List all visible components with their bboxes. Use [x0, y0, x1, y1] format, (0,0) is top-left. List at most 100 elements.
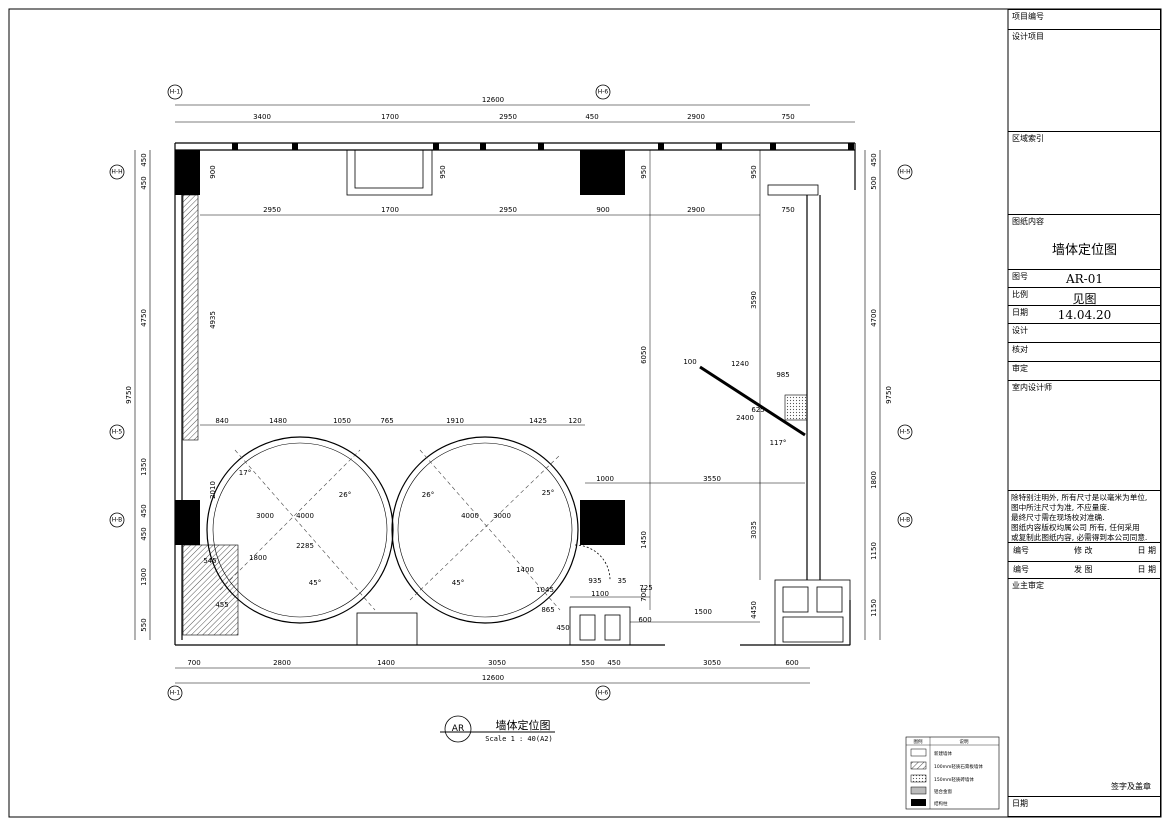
owner-approval-cell: 业主审定 签字及盖章: [1008, 578, 1161, 796]
brick-wall-patch: [784, 394, 808, 421]
cr-10: 600: [638, 616, 651, 624]
right-service-core: [356, 150, 851, 646]
project-no-cell: 项目编号: [1008, 10, 1161, 29]
dim-v-3: 950: [750, 165, 758, 178]
dim-right-1: 450: [870, 153, 878, 166]
dim-right-5: 1150: [870, 542, 878, 560]
mid-dim-2: 3550: [703, 475, 721, 483]
stair-dim-1: 1240: [731, 360, 749, 368]
notes-cell: 除特别注明外, 所有尺寸是以毫米为单位, 图中所注尺寸为准, 不应量度. 最终尺…: [1008, 490, 1161, 542]
drawing-no-label: 图号: [1012, 272, 1028, 281]
dim-bot-5: 550: [581, 659, 594, 667]
bottom-date-label: 日期: [1012, 799, 1028, 808]
dim-left-3: 4750: [140, 309, 148, 327]
cr-5: 25°: [542, 489, 554, 497]
area-index-label: 区域索引: [1012, 134, 1044, 143]
note-line-1: 除特别注明外, 所有尺寸是以毫米为单位,: [1011, 493, 1148, 502]
structural-columns: [175, 143, 854, 545]
drawing-no-value: AR-01: [1065, 272, 1104, 286]
low-dim-1: 935: [588, 577, 601, 585]
issue-header: 编号 发 图 日 期: [1008, 561, 1161, 578]
dim-inner-2: 4935: [209, 311, 217, 329]
axis-bottom-mid: H-6: [598, 690, 609, 697]
dim-left-7: 1300: [140, 568, 148, 586]
dim-top-5: 2900: [687, 113, 705, 121]
dim-top-total: 12600: [482, 96, 504, 104]
low-dim-3: 1100: [591, 590, 609, 598]
dim-row2-3: 2950: [499, 206, 517, 214]
dim-v-4: 6050: [640, 346, 648, 364]
axis-left-2: H-5: [112, 429, 123, 436]
scale-label: 比例: [1012, 290, 1028, 299]
cr-11: 725: [639, 584, 652, 592]
design-project-label: 设计项目: [1012, 32, 1044, 41]
legend-item-1: 新建墙体: [934, 750, 952, 757]
stair-dim-6: 117°: [770, 439, 787, 447]
design-cell: 设计: [1008, 323, 1161, 342]
owner-approval-label: 业主审定: [1012, 581, 1044, 590]
dim-bot-6: 450: [607, 659, 620, 667]
dim-bot-1: 700: [187, 659, 200, 667]
axis-bottom-left: H-1: [170, 690, 181, 697]
arc-dim-7: 120: [568, 417, 581, 425]
rev-col-3: 日 期: [1137, 546, 1156, 555]
cl-6: 455: [215, 601, 228, 609]
dim-left-8: 550: [140, 618, 148, 631]
dim-row2-6: 750: [781, 206, 794, 214]
note-line-5: 或复制此图纸内容, 必需得到本公司同意.: [1011, 533, 1148, 542]
legend-item-4: 铝合金窗: [934, 788, 952, 795]
dim-left-1: 450: [140, 153, 148, 166]
axis-left-3: H-B: [112, 517, 123, 524]
dim-bot-8: 600: [785, 659, 798, 667]
low-dim-2: 35: [618, 577, 627, 585]
dim-top-4: 450: [585, 113, 598, 121]
stair-dim-2: 100: [683, 358, 696, 366]
date-value: 14.04.20: [1057, 308, 1112, 322]
arc-dim-2: 1480: [269, 417, 287, 425]
dim-v-2: 950: [640, 165, 648, 178]
check-label: 核对: [1012, 345, 1028, 354]
legend-item-2: 100mm轻质石膏板墙体: [934, 763, 983, 770]
dim-right-6: 1150: [870, 599, 878, 617]
dim-right-4: 1800: [870, 471, 878, 489]
cl-2: 4000: [296, 512, 314, 520]
vertical-dimension-text: 450 450 4750 1350 450 450 1300 550 9750 …: [125, 153, 893, 631]
dim-right-total: 9750: [885, 386, 893, 404]
arc-dim-4: 765: [380, 417, 393, 425]
cl-1: 3000: [256, 512, 274, 520]
dim-top-3: 2950: [499, 113, 517, 121]
project-no-label: 项目编号: [1012, 12, 1044, 21]
bottom-date-cell: 日期: [1008, 796, 1161, 817]
dim-v-1: 950: [439, 165, 447, 178]
dim-v-8: 700: [640, 588, 648, 601]
issue-col-3: 日 期: [1137, 565, 1156, 574]
dim-right-2: 500: [870, 176, 878, 189]
mid-dim-1: 1000: [596, 475, 614, 483]
rev-col-1: 编号: [1013, 546, 1029, 555]
axis-top-left: H-1: [170, 89, 181, 96]
stair-dim-3: 985: [776, 371, 789, 379]
oval-rooms: [206, 436, 579, 624]
dim-left-6: 450: [140, 527, 148, 540]
dim-top-2: 1700: [381, 113, 399, 121]
dimension-lines: [134, 104, 881, 684]
legend: 图例 说明 新建墙体 100mm轻质石膏板墙体 150mm轻质砖墙体 铝合金窗 …: [905, 736, 1000, 810]
dim-bot-7: 3050: [703, 659, 721, 667]
dim-row2-4: 900: [596, 206, 609, 214]
axis-left-1: H-H: [111, 169, 122, 176]
axis-bubbles: [109, 84, 913, 701]
approve-cell: 审定: [1008, 361, 1161, 380]
cl-9: 45°: [309, 579, 321, 587]
issue-col-2: 发 图: [1073, 565, 1093, 574]
cr-9: 450: [556, 624, 569, 632]
design-project-cell: 设计项目: [1008, 29, 1161, 131]
cr-3: 1400: [516, 566, 534, 574]
stair-dim-4: 2400: [736, 414, 754, 422]
cl-8: 26°: [339, 491, 351, 499]
drawing-content-label: 图纸内容: [1012, 217, 1044, 226]
note-line-2: 图中所注尺寸为准, 不应量度.: [1011, 503, 1110, 512]
arc-dim-3: 1050: [333, 417, 351, 425]
dim-v-7: 1450: [640, 531, 648, 549]
dim-v-5: 3590: [750, 291, 758, 309]
